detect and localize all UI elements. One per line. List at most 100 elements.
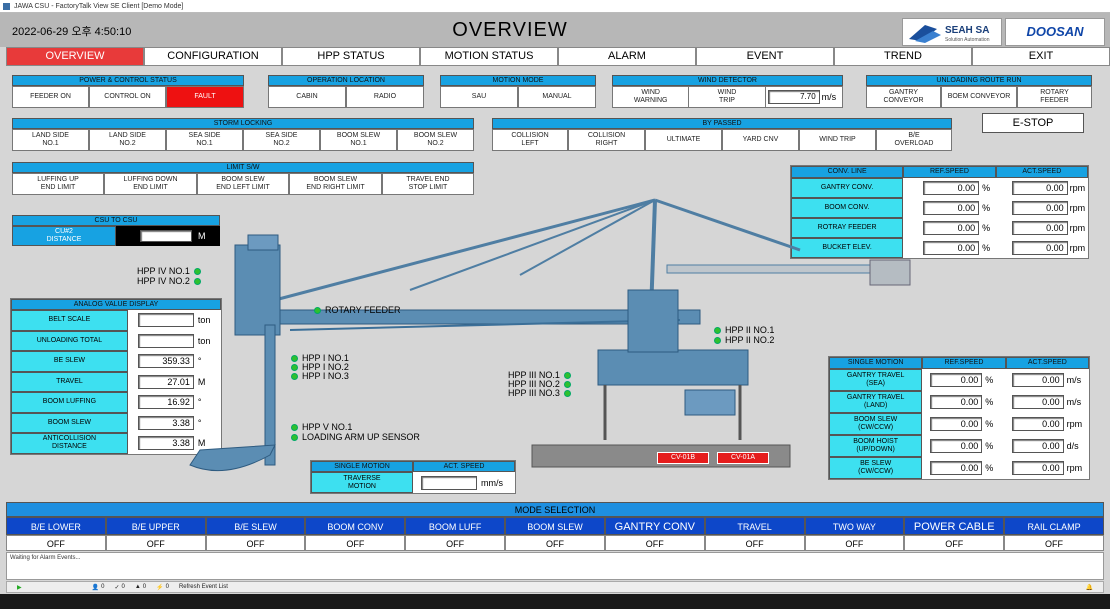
storm-lock-sea-2: SEA SIDE NO.2 (243, 129, 320, 151)
status-dot-icon (563, 380, 571, 388)
mode-state: OFF (1004, 535, 1104, 551)
motion-ref-value: 0.00 (930, 439, 983, 453)
tab-configuration[interactable]: CONFIGURATION (144, 47, 282, 66)
tab-hpp-status[interactable]: HPP STATUS (282, 47, 420, 66)
analog-unit: ton (197, 315, 211, 326)
tab-overview[interactable]: OVERVIEW (6, 47, 144, 66)
hpp-i-2: HPP I NO.2 (291, 362, 349, 372)
conv-name: BOOM CONV. (791, 198, 904, 218)
refresh-event-list-link[interactable]: Refresh Event List (178, 584, 228, 590)
status-dot-icon (563, 371, 571, 379)
bypass-wind-trip: WIND TRIP (799, 129, 876, 151)
mode-state: OFF (804, 535, 905, 551)
mode-label: RAIL CLAMP (1004, 517, 1104, 535)
analog-unit: ° (197, 397, 202, 408)
panel-title: LIMIT S/W (12, 162, 474, 173)
motion-ref-unit: % (985, 441, 994, 451)
sau-indicator: SAU (440, 86, 518, 108)
motion-act-value: 0.00 (1011, 395, 1064, 409)
motion-ref-value: 0.00 (930, 461, 983, 475)
conv-act-unit: rpm (1069, 203, 1086, 213)
conv-ref-unit: % (982, 183, 991, 193)
analog-name: BOOM LUFFING (11, 392, 128, 413)
wind-trip-indicator: WIND TRIP (689, 87, 766, 107)
bell-icon[interactable]: 🔔 (1085, 584, 1093, 591)
storm-lock-slew-2: BOOM SLEW NO.2 (397, 129, 474, 151)
tab-motion-status[interactable]: MOTION STATUS (420, 47, 558, 66)
mode-state: OFF (6, 535, 106, 551)
motion-ref-unit: % (985, 419, 994, 429)
limit-switch-panel: LIMIT S/W LUFFING UP END LIMIT LUFFING D… (12, 162, 474, 195)
hpp-i-1: HPP I NO.1 (291, 353, 349, 363)
traverse-value (420, 475, 477, 490)
luffing-down-limit: LUFFING DOWN END LIMIT (104, 173, 197, 195)
cv-01b-indicator: CV-01B (657, 452, 709, 464)
mode-label: B/E SLEW (205, 517, 306, 535)
motion-name: BOOM HOIST (UP/DOWN) (829, 435, 923, 457)
count-1: 0 (101, 584, 105, 590)
conv-ref-value: 0.00 (923, 181, 980, 195)
conv-ref-value: 0.00 (923, 241, 980, 255)
check-icon: ✓ (114, 584, 120, 591)
tab-alarm[interactable]: ALARM (558, 47, 696, 66)
tab-exit[interactable]: EXIT (972, 47, 1110, 66)
boem-conveyor-indicator: BOEM CONVEYOR (941, 86, 1017, 108)
doosan-logo: DOOSAN (1005, 18, 1105, 46)
mode-selection-title: MODE SELECTION (6, 502, 1104, 517)
panel-title: BY PASSED (492, 118, 952, 129)
tab-trend[interactable]: TREND (834, 47, 972, 66)
unloading-route-panel: UNLOADING ROUTE RUN GANTRY CONVEYOR BOEM… (866, 75, 1092, 108)
e-stop-button[interactable]: E-STOP (982, 113, 1084, 133)
analog-name: TRAVEL (11, 371, 128, 392)
fault-indicator: FAULT (166, 86, 244, 108)
window-title: JAWA CSU - FactoryTalk View SE Client [D… (14, 3, 184, 10)
traverse-header: SINGLE MOTION (311, 461, 413, 472)
conv-ref-value: 0.00 (923, 201, 980, 215)
mode-state: OFF (205, 535, 306, 551)
motion-name: BOOM SLEW (CW/CCW) (829, 413, 923, 435)
tab-event[interactable]: EVENT (696, 47, 834, 66)
gantry-portal-icon (597, 289, 749, 440)
motion-ref-unit: % (985, 375, 994, 385)
panel-title: POWER & CONTROL STATUS (12, 75, 244, 86)
analog-value (137, 333, 194, 348)
analog-unit: M (197, 376, 206, 387)
conv-ref-unit: % (982, 203, 991, 213)
storm-lock-land-1: LAND SIDE NO.1 (12, 129, 89, 151)
power-control-panel: POWER & CONTROL STATUS FEEDER ON CONTROL… (12, 75, 244, 108)
hpp-iii-2: HPP III NO.2 (508, 379, 571, 389)
motion-ref-value: 0.00 (930, 417, 983, 431)
panel-title: MOTION MODE (440, 75, 596, 86)
single-act-speed-header: ACT.SPEED (1005, 357, 1089, 369)
status-dot-icon (193, 277, 201, 285)
radio-indicator: RADIO (346, 86, 424, 108)
status-dot-icon (291, 433, 298, 441)
bolt-icon: ⚡ (156, 584, 164, 591)
mode-label: BOOM SLEW (505, 517, 605, 535)
hpp-iii-2-label: HPP III NO.2 (508, 379, 560, 389)
motion-act-unit: rpm (1066, 463, 1083, 473)
wing-icon (909, 25, 941, 43)
panel-title: CSU TO CSU (12, 215, 220, 226)
analog-value (137, 313, 194, 328)
mode-state: OFF (405, 535, 506, 551)
mode-state: OFF (305, 535, 406, 551)
crane-diagram (189, 198, 911, 472)
wind-warning-indicator: WIND WARNING (613, 87, 690, 107)
analog-name: ANTICOLLISION DISTANCE (11, 433, 128, 454)
